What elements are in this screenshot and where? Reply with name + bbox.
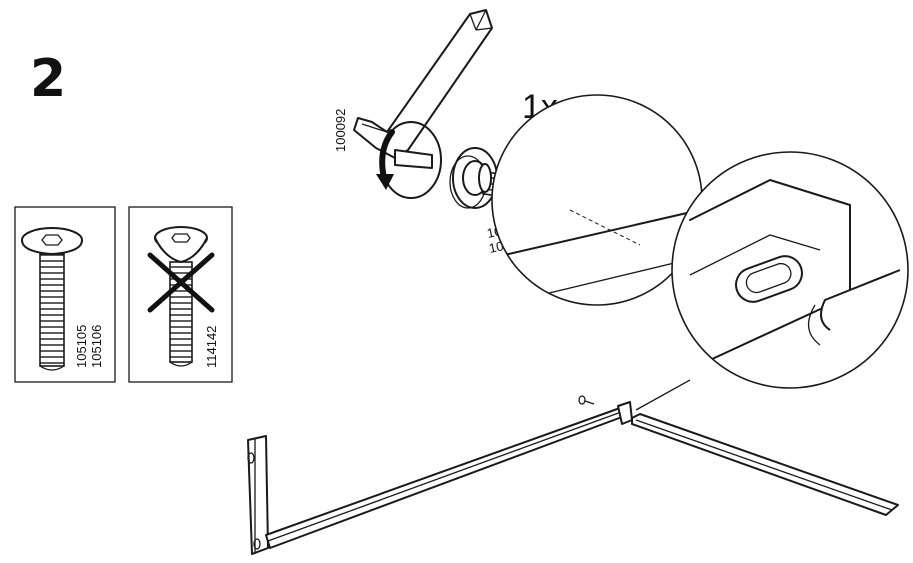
correct-screw-box: 105105 105106 (14, 206, 116, 383)
wrong-screw-box: 114142 (128, 206, 233, 383)
small-screw-icon (578, 395, 595, 405)
rotation-arrow-icon (376, 121, 442, 199)
wrong-screw-code: 114142 (204, 326, 219, 368)
correct-screw-icon (21, 227, 83, 371)
screw-code-2: 105106 (89, 325, 104, 368)
screw-code-1: 105105 (74, 325, 89, 368)
cross-out-icon (147, 252, 215, 313)
bed-frame-rails (247, 401, 899, 555)
detail-circle-frame-joint (671, 151, 909, 389)
allen-key-code: 100092 (333, 109, 348, 152)
callout-line (635, 379, 691, 411)
step-number: 2 (30, 49, 66, 109)
allen-key-icon (353, 9, 493, 169)
